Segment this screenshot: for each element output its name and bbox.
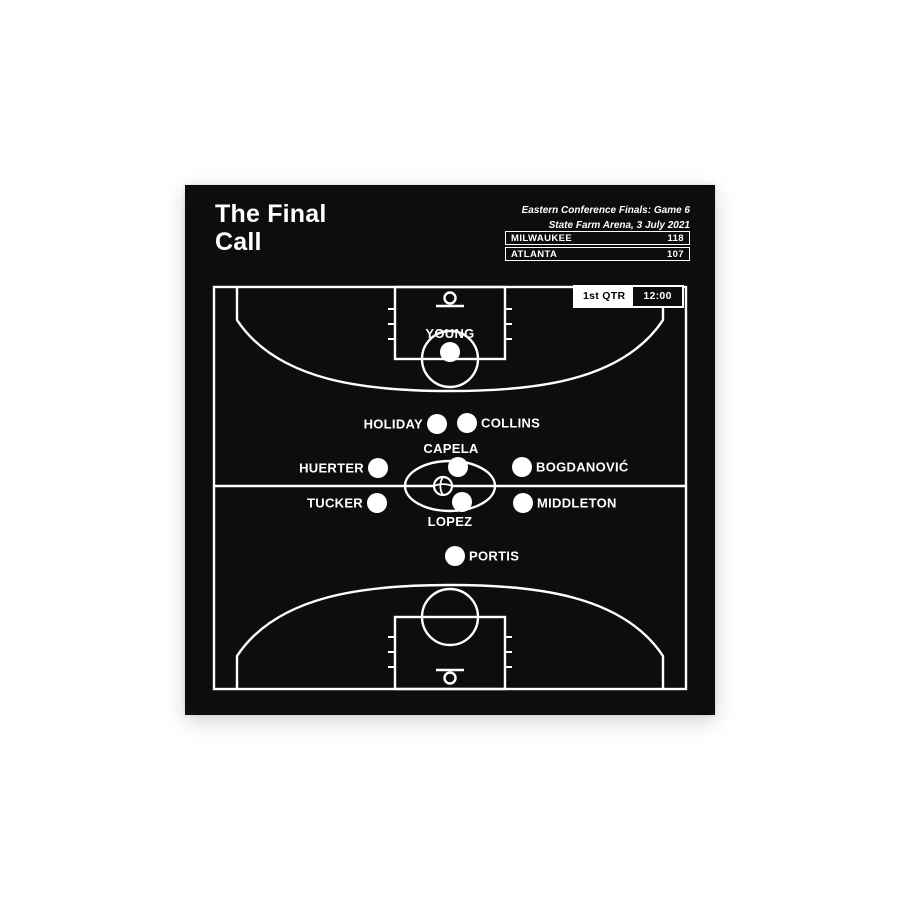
top-free-throw-circle — [420, 329, 480, 389]
player-label: CAPELA — [423, 441, 479, 456]
bottom-free-throw-circle — [420, 587, 480, 647]
team-score: 107 — [666, 248, 684, 260]
team-name: ATLANTA — [511, 248, 558, 260]
clock-period: 1st QTR — [575, 287, 634, 306]
player-dot — [440, 342, 460, 362]
player-label: YOUNG — [425, 326, 475, 341]
play-poster: The Final Call Eastern Conference Finals… — [185, 185, 715, 715]
top-key-hashes — [388, 308, 512, 340]
player-label: BOGDANOVIĆ — [536, 459, 629, 475]
score-row-milwaukee: MILWAUKEE 118 — [505, 231, 690, 245]
bottom-three-point-line — [235, 583, 665, 689]
bottom-rim — [443, 671, 457, 685]
bottom-key — [393, 615, 507, 691]
event-info: Eastern Conference Finals: Game 6 State … — [522, 204, 690, 233]
player-label: HOLIDAY — [363, 416, 423, 432]
player-dot — [513, 493, 533, 513]
event-line2: State Farm Arena, 3 July 2021 — [548, 219, 690, 231]
top-rim — [443, 291, 457, 305]
team-score: 118 — [667, 232, 684, 244]
basketball-icon — [431, 474, 455, 498]
bottom-key-hashes — [388, 636, 512, 668]
player-dot — [445, 546, 465, 566]
team-name: MILWAUKEE — [511, 232, 573, 244]
player-label: COLLINS — [481, 415, 541, 431]
player-dot — [427, 414, 447, 434]
player-label: PORTIS — [469, 548, 520, 564]
score-row-atlanta: ATLANTA 107 — [505, 247, 690, 261]
player-dot — [368, 458, 388, 478]
player-dot — [367, 493, 387, 513]
scoreboard: MILWAUKEE 118 ATLANTA 107 — [505, 231, 690, 263]
poster-title-line1: The Final — [215, 200, 327, 228]
poster-title-line2: Call — [215, 227, 262, 256]
player-dot — [512, 457, 532, 477]
top-three-point-line — [235, 287, 665, 393]
player-label: MIDDLETON — [537, 495, 617, 511]
game-clock: 1st QTR 12:00 — [573, 285, 684, 308]
player-dot — [448, 457, 468, 477]
poster-title: The Final Call — [215, 200, 327, 256]
event-line1: Eastern Conference Finals: Game 6 — [521, 205, 690, 216]
player-label: TUCKER — [307, 495, 363, 511]
player-dot — [452, 492, 472, 512]
player-dot — [457, 413, 477, 433]
player-label: LOPEZ — [427, 514, 473, 529]
player-label: HUERTER — [299, 460, 364, 476]
clock-time: 12:00 — [633, 287, 682, 306]
